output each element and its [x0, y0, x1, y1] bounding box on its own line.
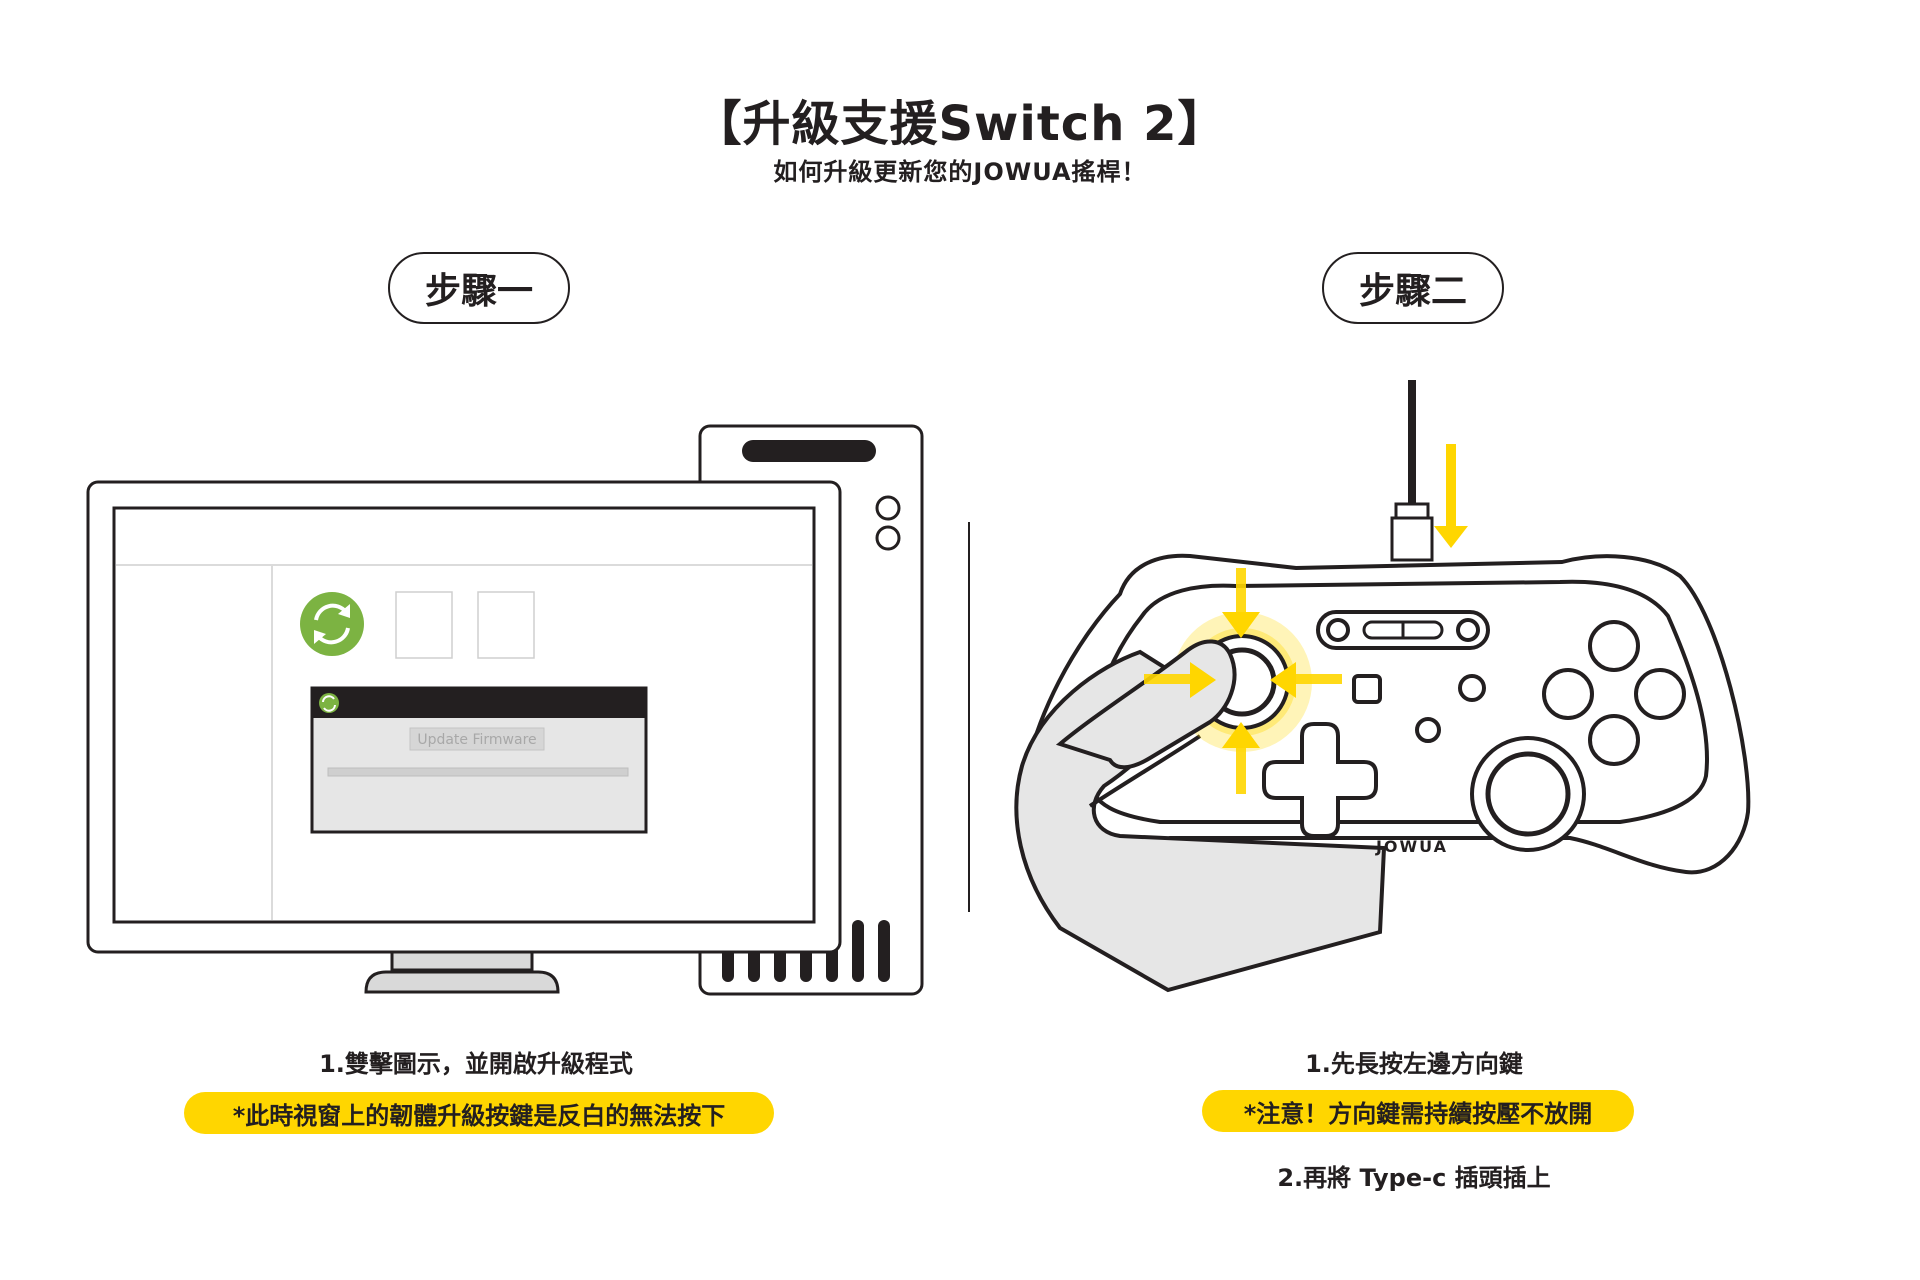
press-arrows	[1144, 568, 1342, 794]
capture-button	[1352, 674, 1382, 704]
firmware-dialog	[310, 686, 648, 834]
controller-illustration: JOWUA	[1014, 380, 1751, 993]
page-title: 【升級支援Switch 2】	[693, 96, 1227, 152]
minus-button	[1415, 717, 1441, 743]
monitor	[86, 480, 842, 954]
center-buttons	[1316, 610, 1490, 650]
plug-in-arrow	[1434, 444, 1468, 548]
step1-note: *此時視窗上的韌體升級按鍵是反白的無法按下	[184, 1092, 774, 1134]
step2-note: *注意！方向鍵需持續按壓不放開	[1202, 1090, 1634, 1132]
face-buttons	[1542, 620, 1686, 766]
update-firmware-button: Update Firmware	[417, 732, 536, 748]
home-button	[1458, 674, 1486, 702]
monitor-stand	[364, 948, 560, 994]
step-divider	[968, 522, 970, 912]
step2-label: 步驟二	[1322, 252, 1504, 324]
step1-label: 步驟一	[388, 252, 570, 324]
brand-logo-text: JOWUA	[1375, 837, 1448, 856]
step2-caption-1: 1.先長按左邊方向鍵	[1305, 1050, 1523, 1078]
type-c-cable	[1390, 380, 1434, 562]
computer-illustration: Update Firmware	[86, 424, 924, 996]
step1-caption: 1.雙擊圖示，並開啟升級程式	[319, 1050, 633, 1078]
update-app-icon	[300, 592, 364, 656]
page-subtitle: 如何升級更新您的JOWUA搖桿！	[773, 158, 1147, 186]
right-stick	[1470, 736, 1586, 852]
dpad	[1262, 722, 1378, 838]
step2-caption-2: 2.再將 Type-c 插頭插上	[1277, 1164, 1551, 1192]
